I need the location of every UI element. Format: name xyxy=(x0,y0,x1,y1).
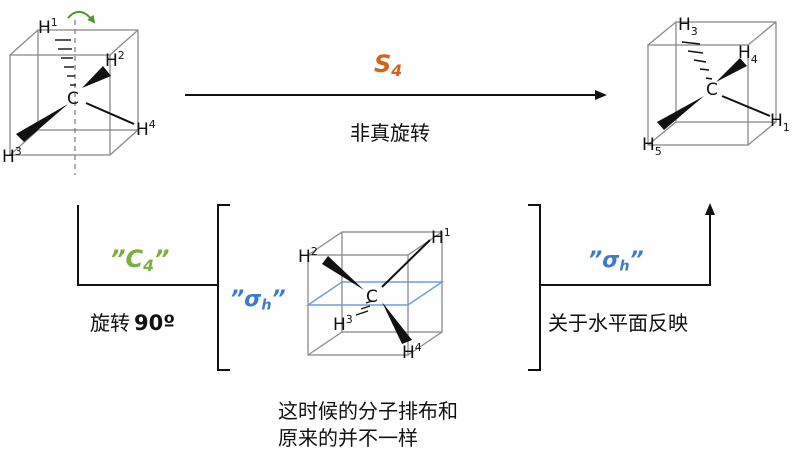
process-connector-left xyxy=(77,205,218,286)
left-wedge-bond-h3 xyxy=(16,104,68,142)
middle-hash-bond-h3 xyxy=(355,300,373,316)
middle-h1-label: H1 xyxy=(431,226,451,248)
left-carbon-label: C xyxy=(67,89,79,109)
note-line-1: 这时候的分子排布和 xyxy=(278,399,458,423)
process-connector-right xyxy=(540,203,715,286)
improper-rotation-caption: 非真旋转 xyxy=(350,121,430,145)
middle-bond-h1 xyxy=(381,239,431,288)
middle-h2-label: H2 xyxy=(298,245,318,267)
left-bond-h4 xyxy=(85,102,135,125)
right-h4-label: H4 xyxy=(738,43,758,66)
middle-wedge-bond-h4 xyxy=(382,302,412,344)
left-h4-label: H4 xyxy=(136,118,156,140)
right-wedge-bond-h5 xyxy=(657,96,704,130)
right-bracket xyxy=(528,204,541,371)
right-h5-label: H5 xyxy=(642,135,662,158)
reflect-horizontal-caption: 关于水平面反映 xyxy=(548,311,688,335)
note-line-2: 原来的并不一样 xyxy=(278,426,418,450)
right-wedge-bond-h4 xyxy=(716,58,747,82)
right-carbon-label: C xyxy=(706,80,718,100)
sigma-h-middle-label: ”σh” xyxy=(230,287,286,314)
c4-operation-label: ”C4” xyxy=(110,245,170,275)
left-h3-label: H3 xyxy=(2,145,22,167)
sigma-h-right-label: ”σh” xyxy=(588,248,644,275)
middle-wedge-bond-h2 xyxy=(322,256,364,290)
right-bond-h1 xyxy=(721,95,771,117)
right-h1-label: H1 xyxy=(770,111,790,134)
rotation-arrow xyxy=(67,11,96,24)
right-cube xyxy=(647,21,777,146)
middle-h3-label: H3 xyxy=(333,313,353,335)
left-bracket xyxy=(217,204,230,371)
right-h3-label: H3 xyxy=(678,15,698,38)
left-h1-label: H1 xyxy=(38,16,58,38)
middle-h4-label: H4 xyxy=(402,341,422,363)
s4-operation-label: S4 xyxy=(374,50,403,80)
left-hash-bond-h1 xyxy=(55,39,76,86)
left-cube xyxy=(9,29,139,156)
middle-carbon-label: C xyxy=(366,287,378,307)
mirror-plane xyxy=(305,281,445,306)
right-hash-bond-h3 xyxy=(681,41,713,80)
left-h2-label: H2 xyxy=(105,49,125,71)
left-wedge-bond-h2 xyxy=(82,66,111,88)
